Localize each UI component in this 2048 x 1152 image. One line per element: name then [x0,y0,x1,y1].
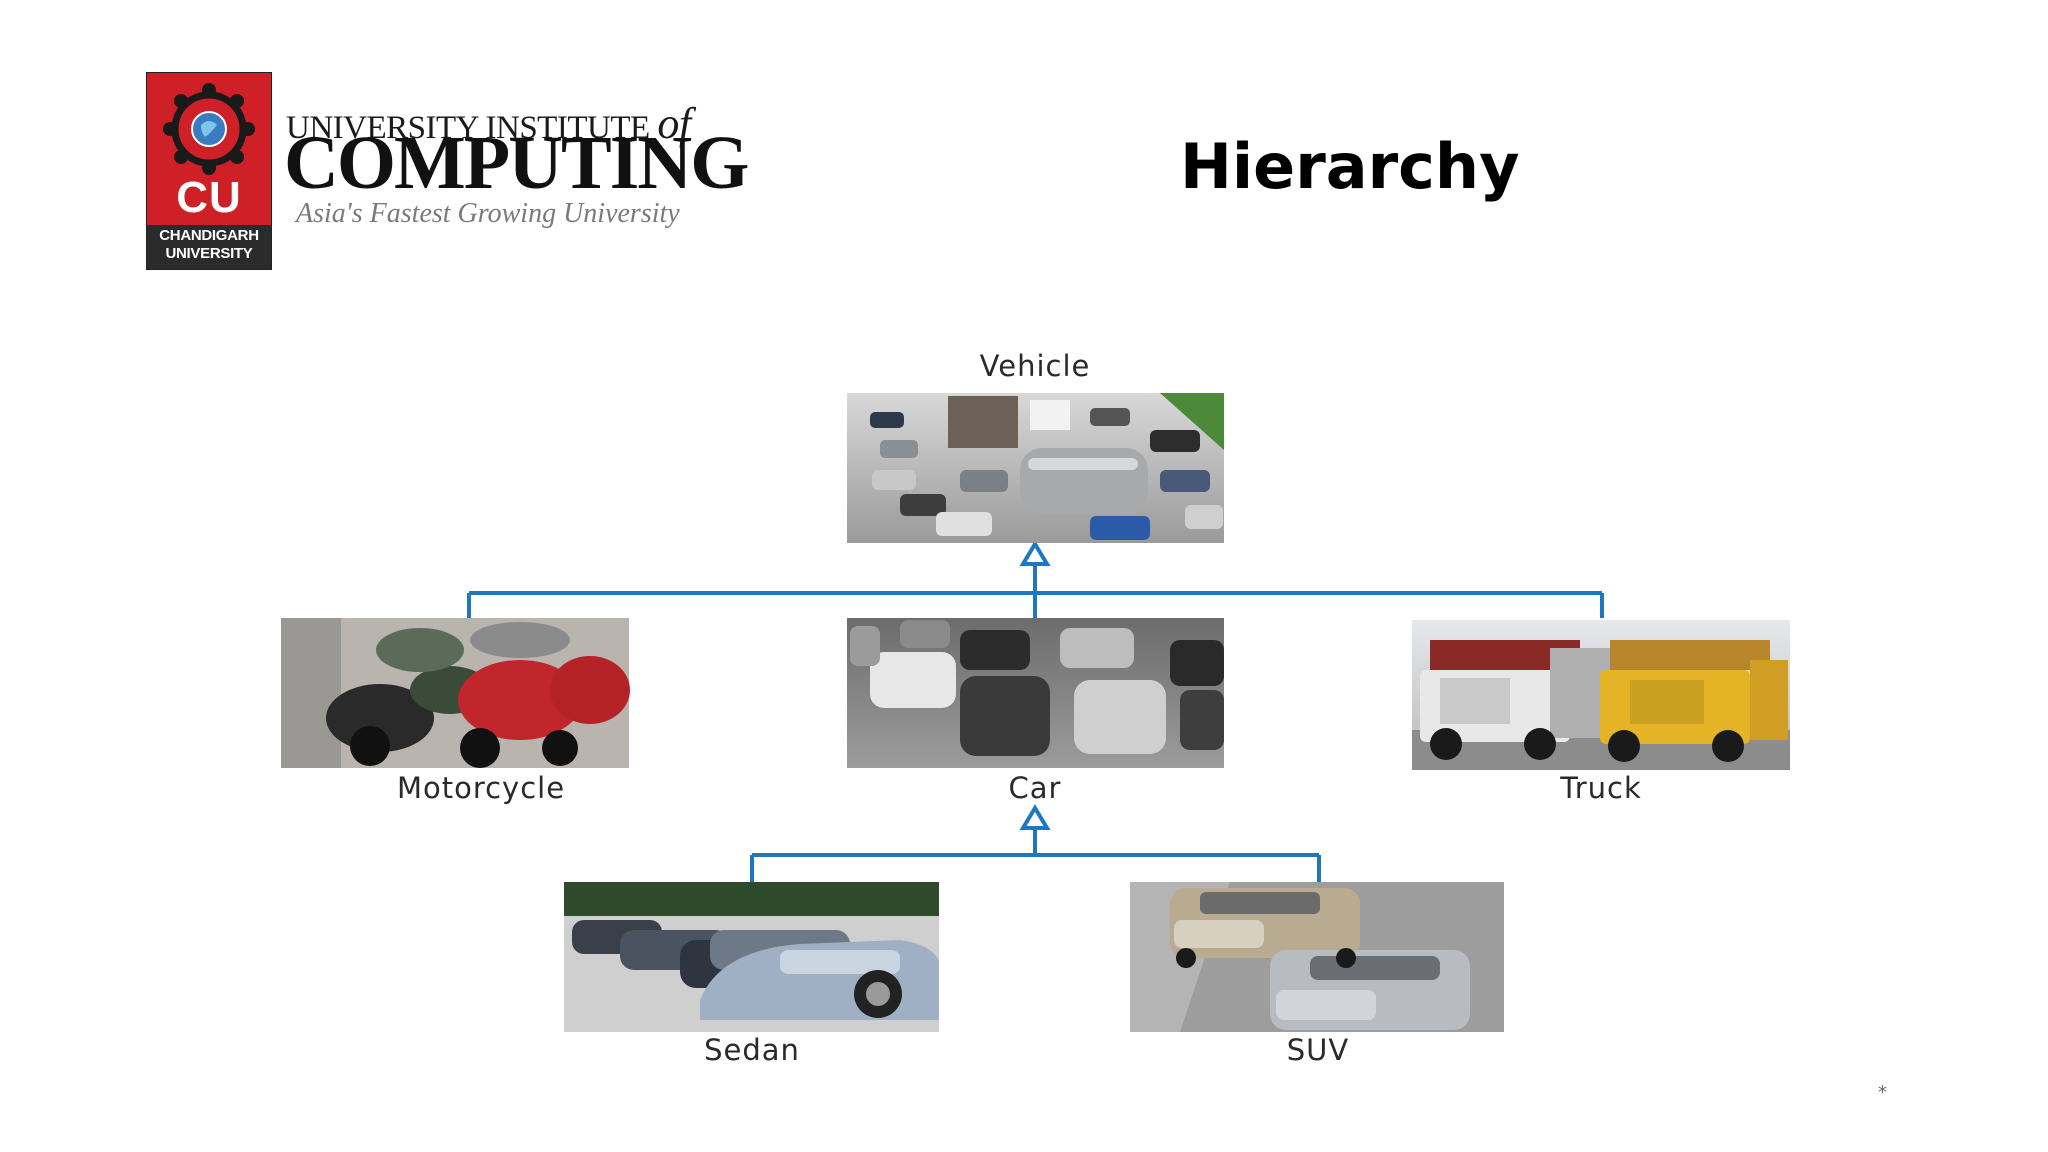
institute-line2: COMPUTING [284,121,749,205]
node-label-vehicle: Vehicle [980,349,1091,383]
inheritance-arrow-vehicle-icon [1019,540,1051,566]
cu-badge-name: CHANDIGARH UNIVERSITY [147,227,271,263]
cu-badge-name-line1: CHANDIGARH [159,227,259,244]
institute-tagline: Asia's Fastest Growing University [296,198,680,229]
node-label-sedan: Sedan [704,1033,800,1067]
node-image-sedan [564,882,939,1032]
node-image-car [847,618,1224,768]
node-label-truck: Truck [1559,771,1642,805]
cu-badge-name-line2: UNIVERSITY [165,245,253,262]
node-image-truck [1412,620,1790,770]
footer-mark: * [1878,1082,1887,1103]
cu-badge: CU CHANDIGARH UNIVERSITY [146,72,272,270]
node-label-car: Car [1009,771,1062,805]
inheritance-arrow-car-icon [1019,804,1051,830]
institute-line1: UNIVERSITY INSTITUTE of [286,98,691,149]
university-logo: CU CHANDIGARH UNIVERSITY UNIVERSITY INST… [146,72,749,270]
node-image-vehicle [847,393,1224,543]
cu-letters: CU [176,173,242,222]
node-image-suv [1130,882,1504,1032]
connector-lines [467,560,1604,882]
node-image-motorcycle [281,618,630,768]
node-label-motorcycle: Motorcycle [397,771,565,805]
node-label-suv: SUV [1287,1033,1349,1067]
institute-of: of [657,99,691,148]
cu-emblem-icon [163,83,255,175]
slide-title: Hierarchy [1180,130,1520,203]
institute-line1-text: UNIVERSITY INSTITUTE [286,110,650,146]
